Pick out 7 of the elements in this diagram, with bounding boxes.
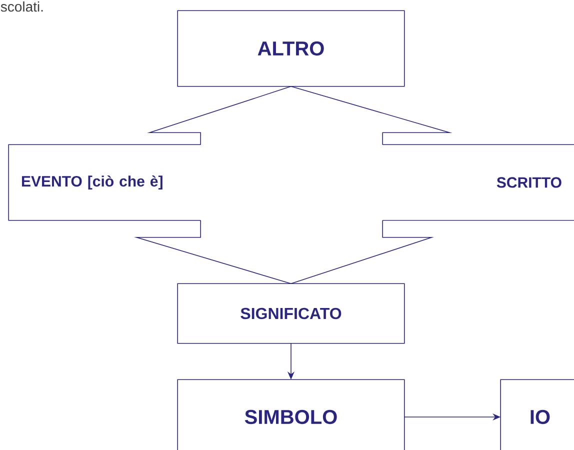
concept-box: SIMBOLO (177, 379, 405, 450)
concept-box: SCRITTO (382, 144, 574, 221)
concept-box: IO (500, 379, 574, 450)
concept-box: ALTRO (177, 10, 405, 87)
concept-box: EVENTO [ciò che è] (8, 144, 201, 221)
text-fragment: scolati. (0, 1, 43, 12)
concept-box: SIGNIFICATO (177, 283, 405, 344)
